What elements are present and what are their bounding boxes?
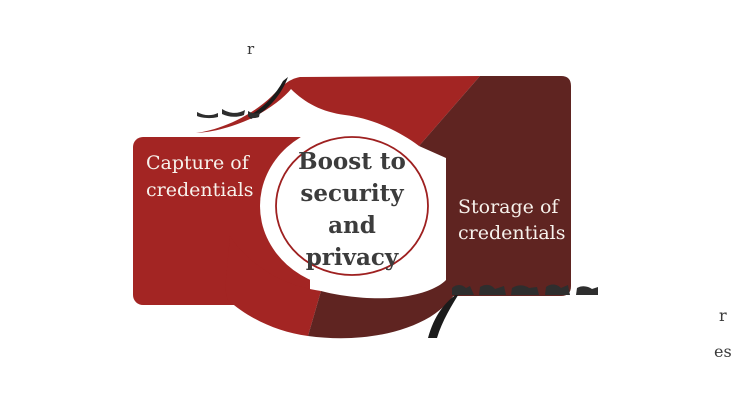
bottom-right-text-fragment-marks (452, 284, 598, 295)
storage-label-line-1: Storage of (458, 196, 559, 218)
capture-segment-top-arc (196, 76, 480, 146)
storage-segment-block (419, 76, 571, 296)
center-line-3: and (328, 212, 376, 239)
storage-segment-bottom-arc (308, 280, 457, 339)
bottom-edge-mark (428, 292, 460, 338)
center-line-2: security (300, 180, 404, 207)
top-left-text-fragment-marks (197, 109, 260, 119)
center-circle-text: Boost to security and privacy (262, 146, 442, 274)
capture-segment-bottom-arc (225, 236, 321, 336)
center-line-4: privacy (305, 244, 399, 271)
text-fragment-right-2: es (714, 342, 732, 361)
center-circle (275, 136, 429, 276)
capture-label-line-1: Capture of (146, 152, 249, 174)
capture-segment-label: Capture of credentials (146, 150, 266, 204)
storage-label-line-2: credentials (458, 222, 566, 244)
center-line-1: Boost to (298, 148, 406, 175)
text-fragment-right-1: r (719, 306, 727, 325)
storage-segment-label: Storage of credentials (458, 194, 578, 246)
capture-label-line-2: credentials (146, 179, 254, 201)
text-fragment-top-left: r (247, 40, 255, 58)
